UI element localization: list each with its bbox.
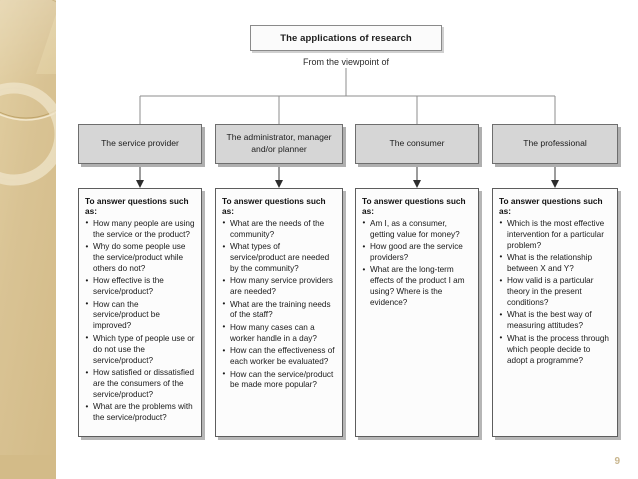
branch-header-label: The professional — [523, 138, 587, 149]
branch-header-label: The administrator, manager and/or planne… — [226, 132, 332, 154]
branch-header-label: The service provider — [101, 138, 179, 149]
question-item: Which is the most effective intervention… — [499, 218, 612, 252]
question-item: How effective is the service/product? — [85, 276, 196, 298]
decorative-band-footer — [0, 455, 56, 479]
diagram-subtitle: From the viewpoint of — [302, 57, 390, 67]
question-item: What types of service/product are needed… — [222, 242, 337, 275]
question-list-professional: To answer questions such as: Which is th… — [492, 188, 618, 437]
question-list-title: To answer questions such as: — [85, 196, 189, 217]
question-item: How many cases can a worker handle in a … — [222, 322, 337, 345]
question-item: What are the training needs of the staff… — [222, 299, 337, 322]
question-item: What is the best way of measuring attitu… — [499, 310, 612, 332]
question-list-consumer: To answer questions such as: Am I, as a … — [355, 188, 479, 437]
diagram-title-text: The applications of research — [280, 32, 412, 44]
diagram-title-box: The applications of research — [250, 25, 442, 51]
branch-header-professional: The professional — [492, 124, 618, 164]
question-item: How satisfied or dissatisfied are the co… — [85, 368, 196, 401]
question-item: How good are the service providers? — [362, 242, 473, 264]
question-item: What is the relationship between X and Y… — [499, 252, 612, 275]
question-list: How many people are using the service or… — [85, 218, 196, 424]
decorative-rings — [0, 0, 56, 186]
question-item: How many service providers are needed? — [222, 276, 337, 298]
question-list-title: To answer questions such as: — [499, 196, 603, 217]
question-list-title: To answer questions such as: — [222, 196, 326, 217]
question-item: Am I, as a consumer, getting value for m… — [362, 218, 473, 241]
question-item: What are the needs of the community? — [222, 218, 337, 241]
question-list-service-provider: To answer questions such as: How many pe… — [78, 188, 202, 437]
question-list-title: To answer questions such as: — [362, 196, 466, 217]
question-list: Am I, as a consumer, getting value for m… — [362, 218, 473, 309]
decorative-left-band — [0, 0, 56, 455]
question-item: How many people are using the service or… — [85, 218, 196, 241]
page-number: 9 — [614, 456, 620, 467]
question-item: What are the problems with the service/p… — [85, 402, 196, 424]
question-item: How can the effectiveness of each worker… — [222, 346, 337, 368]
question-item: What are the long-term effects of the pr… — [362, 265, 473, 309]
branch-header-label: The consumer — [389, 138, 445, 149]
branch-header-service-provider: The service provider — [78, 124, 202, 164]
branch-header-consumer: The consumer — [355, 124, 479, 164]
question-item: Which type of people use or do not use t… — [85, 333, 196, 367]
question-list-administrator: To answer questions such as: What are th… — [215, 188, 343, 437]
question-item: How valid is a particular theory in the … — [499, 276, 612, 309]
question-list: What are the needs of the community?What… — [222, 218, 337, 392]
question-item: How can the service/product be improved? — [85, 299, 196, 333]
question-item: Why do some people use the service/produ… — [85, 242, 196, 275]
question-item: What is the process through which people… — [499, 333, 612, 367]
branch-header-administrator: The administrator, manager and/or planne… — [215, 124, 343, 164]
question-list: Which is the most effective intervention… — [499, 218, 612, 367]
question-item: How can the service/product be made more… — [222, 369, 337, 392]
